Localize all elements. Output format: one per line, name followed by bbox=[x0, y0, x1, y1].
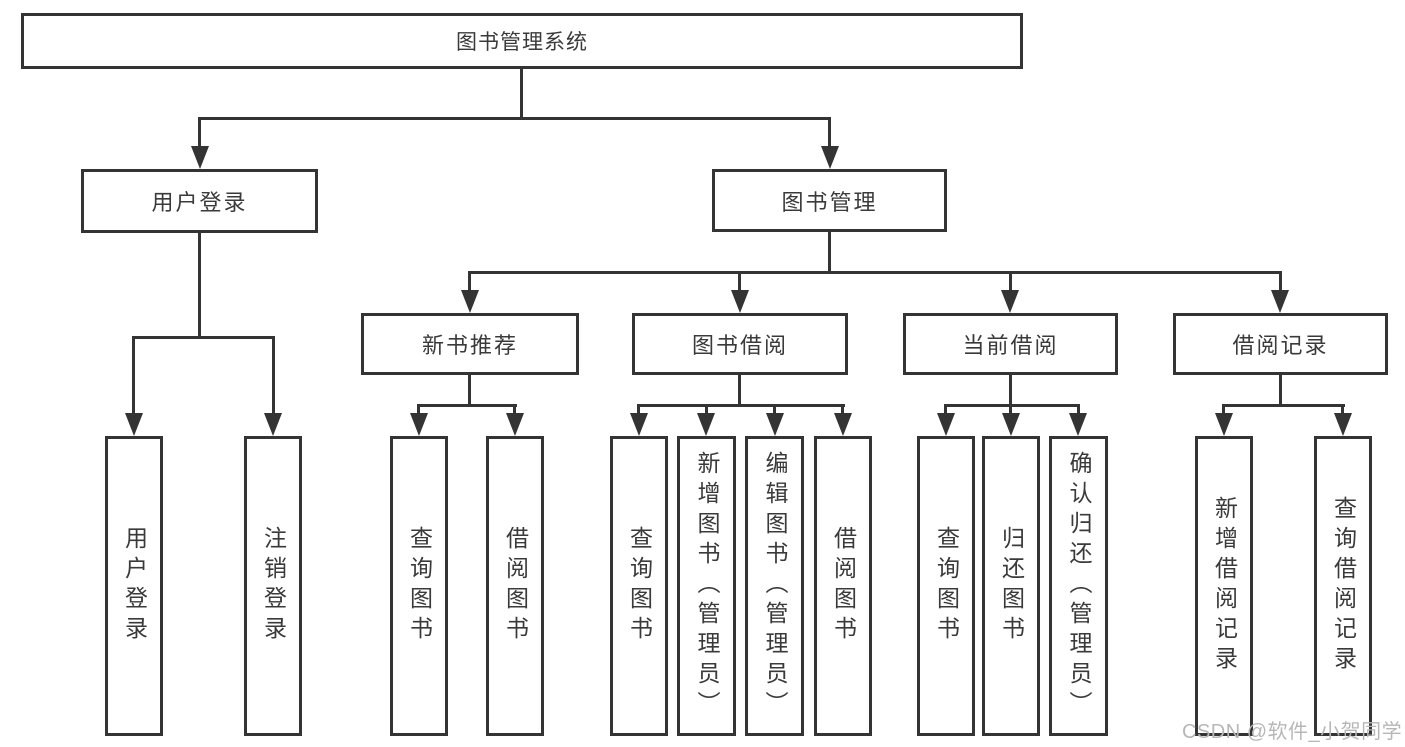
connector-line bbox=[468, 375, 471, 406]
node-book-borrowing: 图书借阅 bbox=[632, 313, 848, 375]
node-current-borrowing: 当前借阅 bbox=[903, 313, 1118, 375]
arrow-down-icon bbox=[821, 146, 839, 169]
connector-line bbox=[513, 404, 516, 415]
arrow-down-icon bbox=[1215, 413, 1233, 436]
connector-line bbox=[637, 404, 845, 407]
connector-line bbox=[828, 117, 831, 148]
connector-line bbox=[773, 404, 776, 415]
node-label: 新增借阅记录 bbox=[1211, 496, 1238, 676]
connector-line bbox=[272, 336, 275, 414]
node-label: 确认归还（管理员） bbox=[1066, 451, 1092, 721]
connector-line bbox=[1077, 404, 1080, 415]
arrow-down-icon bbox=[630, 413, 648, 436]
connector-line bbox=[828, 232, 831, 273]
connector-line bbox=[520, 69, 523, 118]
connector-line bbox=[944, 404, 947, 415]
leaf-borrow-books-recommend: 借阅图书 bbox=[486, 436, 544, 736]
node-label: 借阅记录 bbox=[1232, 333, 1329, 358]
node-label: 当前借阅 bbox=[962, 333, 1059, 358]
connector-line bbox=[637, 404, 640, 415]
arrow-down-icon bbox=[1002, 413, 1020, 436]
node-label: 新书推荐 bbox=[421, 333, 518, 358]
node-label: 新增图书（管理员） bbox=[694, 451, 720, 721]
arrow-down-icon bbox=[410, 413, 428, 436]
arrow-down-icon bbox=[461, 290, 479, 313]
arrow-down-icon bbox=[766, 413, 784, 436]
node-label: 用户登录 bbox=[151, 190, 248, 215]
connector-line bbox=[1341, 404, 1344, 415]
connector-line bbox=[198, 117, 201, 148]
node-label: 查询图书 bbox=[406, 526, 433, 646]
connector-line bbox=[841, 404, 844, 415]
node-label: 图书管理 bbox=[781, 189, 878, 215]
connector-line bbox=[1279, 375, 1282, 406]
node-label: 查询图书 bbox=[626, 526, 653, 646]
arrow-down-icon bbox=[731, 290, 749, 313]
node-label: 查询图书 bbox=[933, 526, 960, 646]
arrow-down-icon bbox=[697, 413, 715, 436]
connector-line bbox=[1222, 404, 1345, 407]
leaf-query-books-borrowing: 查询图书 bbox=[610, 436, 668, 736]
leaf-query-books-current: 查询图书 bbox=[917, 436, 975, 736]
leaf-query-borrow-record: 查询借阅记录 bbox=[1314, 436, 1372, 736]
node-label: 借阅图书 bbox=[502, 526, 529, 646]
arrow-down-icon bbox=[834, 413, 852, 436]
connector-line bbox=[417, 404, 420, 415]
arrow-down-icon bbox=[264, 413, 282, 436]
node-book-management: 图书管理 bbox=[712, 169, 947, 232]
csdn-watermark: CSDN @软件_小贺同学 bbox=[1182, 721, 1403, 743]
leaf-confirm-return-admin: 确认归还（管理员） bbox=[1049, 436, 1108, 736]
node-new-book-recommendation: 新书推荐 bbox=[361, 313, 579, 375]
connector-line bbox=[944, 404, 1080, 407]
connector-line bbox=[1222, 404, 1225, 415]
arrow-down-icon bbox=[125, 413, 143, 436]
node-label: 图书管理系统 bbox=[456, 31, 588, 54]
node-label: 编辑图书（管理员） bbox=[762, 451, 788, 721]
leaf-add-borrow-record: 新增借阅记录 bbox=[1195, 436, 1253, 736]
node-library-management-system: 图书管理系统 bbox=[21, 13, 1023, 69]
arrow-down-icon bbox=[1069, 413, 1087, 436]
node-label: 归还图书 bbox=[998, 526, 1025, 646]
leaf-logout: 注销登录 bbox=[244, 436, 302, 736]
connector-line bbox=[198, 233, 201, 337]
connector-line bbox=[132, 336, 135, 414]
connector-line bbox=[705, 404, 708, 415]
connector-line bbox=[198, 117, 831, 120]
node-label: 借阅图书 bbox=[830, 526, 857, 646]
connector-line bbox=[1009, 404, 1012, 415]
connector-line bbox=[417, 404, 517, 407]
arrow-down-icon bbox=[937, 413, 955, 436]
node-label: 查询借阅记录 bbox=[1330, 496, 1357, 676]
node-label: 注销登录 bbox=[260, 526, 287, 646]
arrow-down-icon bbox=[506, 413, 524, 436]
connector-line bbox=[738, 375, 741, 406]
node-label: 用户登录 bbox=[121, 526, 148, 646]
node-label: 图书借阅 bbox=[691, 333, 788, 358]
arrow-down-icon bbox=[191, 146, 209, 169]
leaf-edit-books-admin: 编辑图书（管理员） bbox=[745, 436, 804, 736]
connector-line bbox=[1009, 271, 1012, 292]
connector-line bbox=[468, 271, 471, 292]
arrow-down-icon bbox=[1001, 290, 1019, 313]
arrow-down-icon bbox=[1334, 413, 1352, 436]
connector-line bbox=[738, 271, 741, 292]
leaf-add-books-admin: 新增图书（管理员） bbox=[677, 436, 736, 736]
connector-line bbox=[1279, 271, 1282, 292]
leaf-query-books-recommend: 查询图书 bbox=[390, 436, 448, 736]
arrow-down-icon bbox=[1271, 290, 1289, 313]
connector-line bbox=[132, 336, 275, 339]
connector-line bbox=[1009, 375, 1012, 406]
node-borrowing-records: 借阅记录 bbox=[1173, 313, 1388, 375]
node-user-login: 用户登录 bbox=[81, 169, 318, 233]
leaf-borrow-books: 借阅图书 bbox=[814, 436, 872, 736]
connector-line bbox=[468, 271, 1282, 274]
leaf-user-login: 用户登录 bbox=[105, 436, 163, 736]
leaf-return-books: 归还图书 bbox=[982, 436, 1040, 736]
